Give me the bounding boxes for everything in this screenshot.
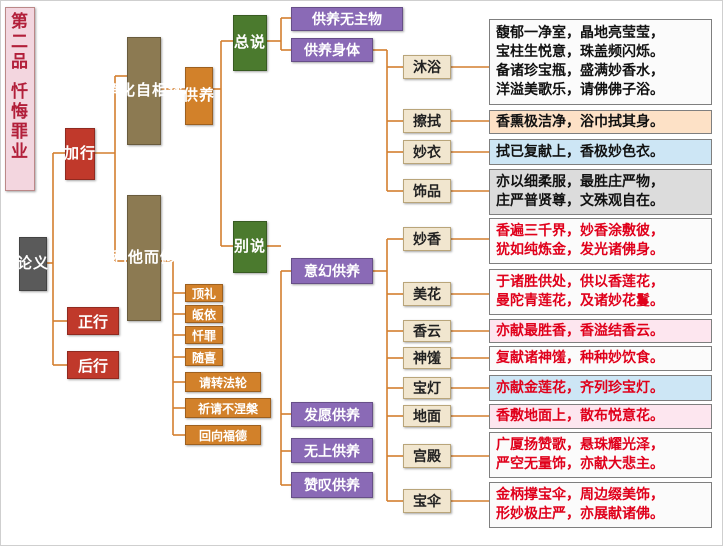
desc-line: 宝柱生悦意，珠盖频闪烁。 [496, 44, 664, 60]
offering-label-3: 饰品 [403, 179, 451, 203]
weili-item-0: 顶礼 [185, 284, 223, 302]
offering-label-7: 神馐 [403, 347, 451, 369]
chapter-name: 忏悔罪业 [11, 82, 29, 162]
desc-line: 洋溢美歌乐，请佛佛子浴。 [496, 82, 664, 98]
bie-item-2: 无上供养 [291, 438, 373, 463]
weili-item-5: 祈请不涅槃 [185, 398, 271, 418]
node-bieshuo: 别说 [233, 221, 267, 273]
desc-line: 亦以细柔服，最胜庄严物， [496, 174, 664, 190]
desc-line: 广厦扬赞歌，悬珠耀光泽， [496, 437, 664, 453]
offering-label-5: 美花 [403, 282, 451, 306]
offering-label-2: 妙衣 [403, 140, 451, 164]
desc-line: 香遍三千界，妙香涂敷彼， [496, 223, 664, 239]
offering-label-6: 香云 [403, 320, 451, 342]
desc-line: 形妙极庄严，亦展献诸佛。 [496, 506, 664, 522]
offering-desc-1: 香熏极洁净，浴巾拭其身。 [489, 110, 712, 134]
desc-line: 拭已复献上，香极妙色衣。 [496, 143, 664, 160]
section-zhengxing: 正行 [67, 307, 119, 335]
offering-desc-0: 馥郁一净室，晶地亮莹莹， 宝柱生悦意，珠盖频闪烁。 备诸珍宝瓶，盛满妙香水， 洋… [489, 19, 712, 105]
section-jiaxing: 加行 [64, 128, 95, 180]
offering-label-1: 擦拭 [403, 109, 451, 133]
offering-desc-9: 香敷地面上，散布悦意花。 [489, 404, 712, 429]
branch-weili: 为利他而修心 [96, 195, 191, 321]
desc-line: 曼陀青莲花，及诸妙花鬘。 [496, 293, 664, 309]
desc-line: 复献诸神馐，种种妙饮食。 [496, 350, 664, 366]
offering-desc-10: 广厦扬赞歌，悬珠耀光泽， 严空无量饰，亦献大悲主。 [489, 432, 712, 478]
offering-desc-3: 亦以细柔服，最胜庄严物， 庄严普贤尊，文殊观自在。 [489, 169, 712, 215]
node-zongshuo: 总说 [233, 15, 267, 71]
desc-line: 金柄撑宝伞，周边缀美饰， [496, 487, 664, 503]
offering-desc-4: 香遍三千界，妙香涂敷彼， 犹如纯炼金，发光诸佛身。 [489, 218, 712, 264]
offering-label-4: 妙香 [403, 227, 451, 251]
desc-line: 犹如纯炼金，发光诸佛身。 [496, 242, 664, 258]
desc-line: 亦献最胜香，香溢结香云。 [496, 322, 664, 339]
chapter-number: 第二品 [11, 12, 29, 72]
zong-item-1: 供养身体 [291, 38, 373, 62]
node-gongyang: 供养 [183, 67, 214, 125]
section-houxing: 后行 [67, 351, 119, 379]
offering-desc-7: 复献诸神馐，种种妙饮食。 [489, 346, 712, 371]
offering-label-10: 宫殿 [403, 444, 451, 468]
offering-desc-2: 拭已复献上，香极妙色衣。 [489, 139, 712, 165]
offering-label-11: 宝伞 [403, 489, 451, 513]
desc-line: 香敷地面上，散布悦意花。 [496, 408, 664, 424]
desc-line: 于诸胜供处，供以香莲花， [496, 274, 664, 290]
desc-line: 备诸珍宝瓶，盛满妙香水， [496, 63, 664, 79]
offering-desc-6: 亦献最胜香，香溢结香云。 [489, 319, 712, 343]
weili-item-3: 随喜 [185, 348, 223, 366]
weili-item-2: 忏罪 [185, 326, 223, 344]
offering-label-9: 地面 [403, 405, 451, 427]
offering-desc-11: 金柄撑宝伞，周边缀美饰， 形妙极庄严，亦展献诸佛。 [489, 482, 712, 528]
desc-line: 馥郁一净室，晶地亮莹莹， [496, 25, 664, 41]
desc-line: 严空无量饰，亦献大悲主。 [496, 456, 664, 472]
chapter-title: 第二品 忏悔罪业 [5, 7, 35, 191]
weili-item-4: 请转法轮 [185, 372, 261, 392]
bie-item-0: 意幻供养 [291, 258, 373, 284]
branch-jinghua: 净化自相续 [104, 37, 183, 145]
desc-line: 亦献金莲花，齐列珍宝灯。 [496, 379, 664, 396]
offering-desc-8: 亦献金莲花，齐列珍宝灯。 [489, 375, 712, 401]
offering-desc-5: 于诸胜供处，供以香莲花， 曼陀青莲花，及诸妙花鬘。 [489, 269, 712, 315]
desc-line: 庄严普贤尊，文殊观自在。 [496, 193, 664, 209]
root-node: 论义 [17, 237, 48, 291]
bie-item-1: 发愿供养 [291, 402, 373, 427]
desc-line: 香熏极洁净，浴巾拭其身。 [496, 113, 664, 130]
offering-label-8: 宝灯 [403, 377, 451, 399]
zong-item-0: 供养无主物 [291, 7, 403, 31]
weili-item-6: 回向福德 [185, 425, 261, 445]
offering-label-0: 沐浴 [403, 55, 451, 79]
bie-item-3: 赞叹供养 [291, 472, 373, 498]
weili-item-1: 皈依 [185, 305, 223, 323]
